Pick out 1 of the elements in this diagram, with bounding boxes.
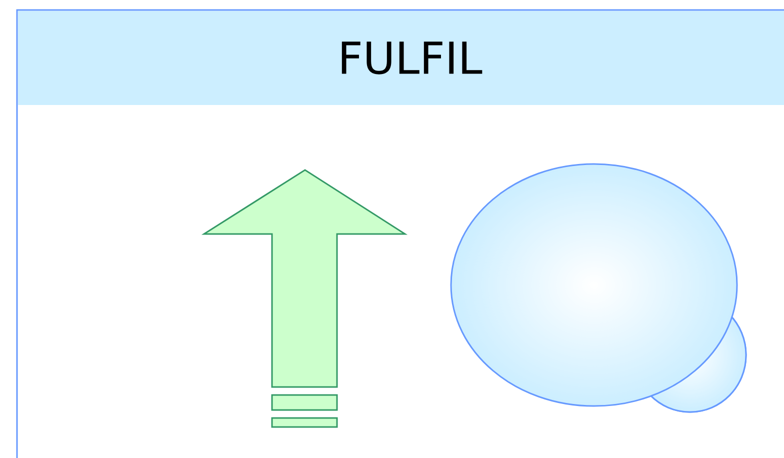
titled-panel: FULFIL (16, 9, 784, 458)
